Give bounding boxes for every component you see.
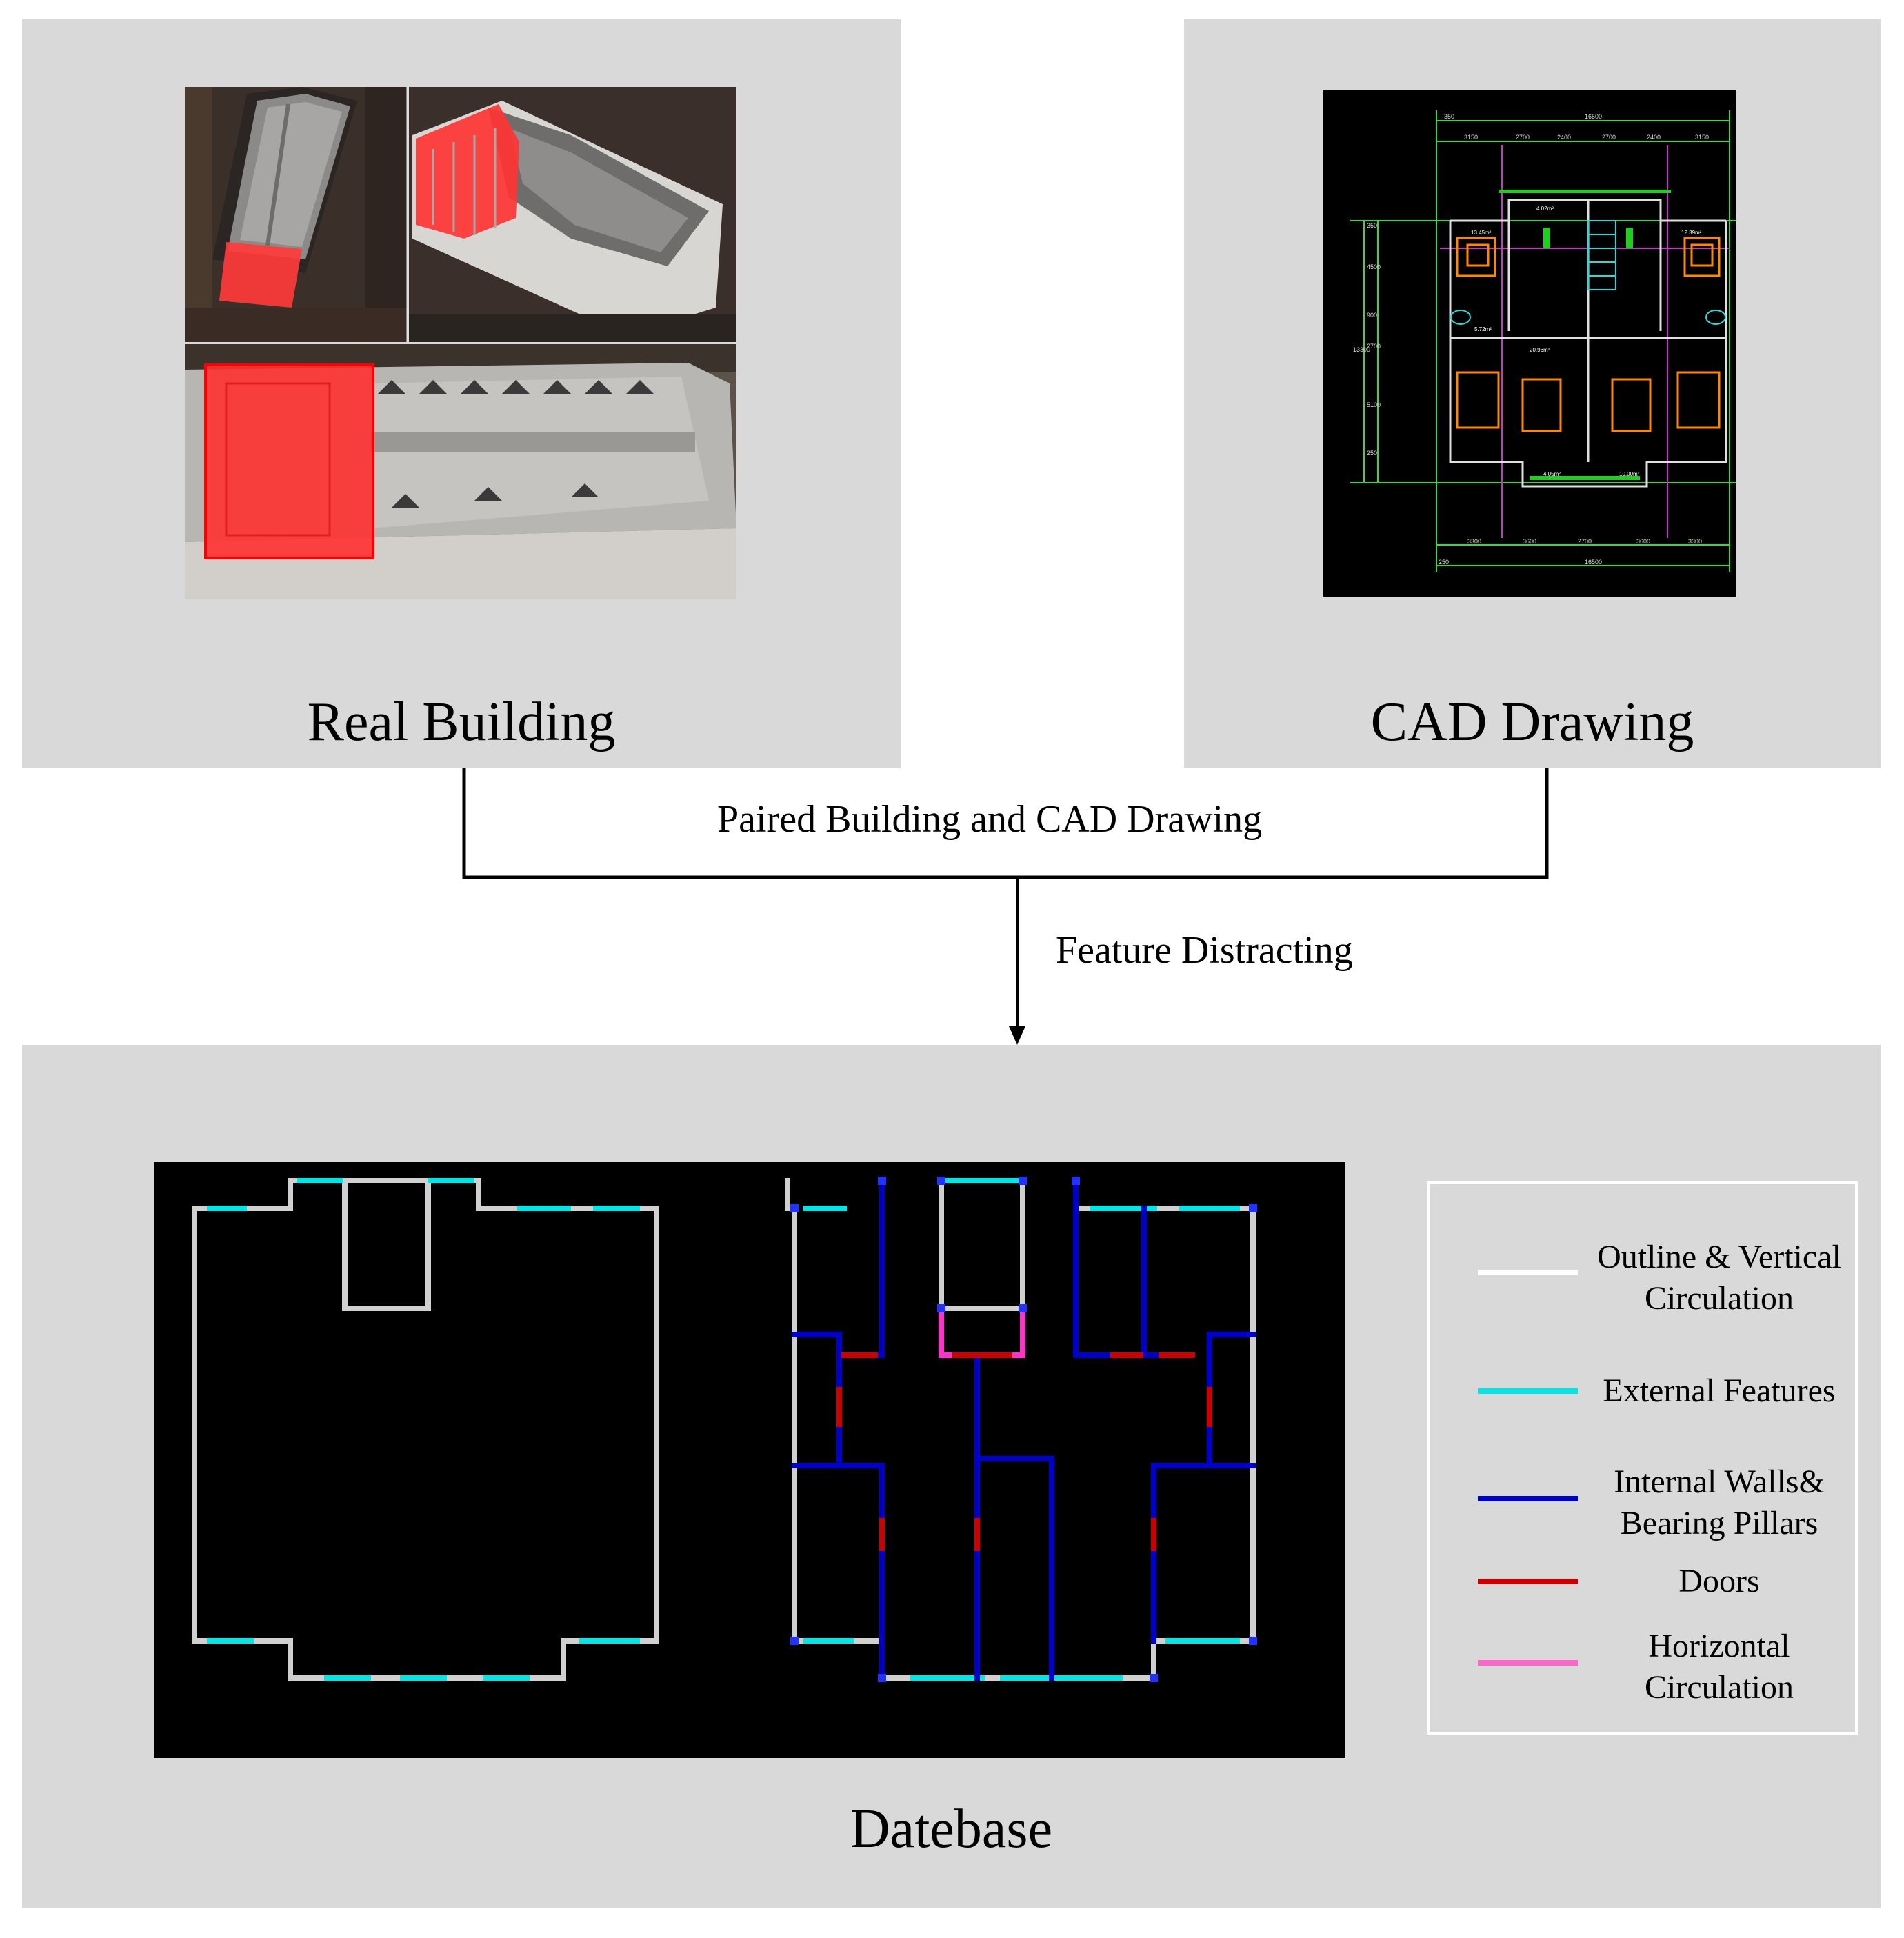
flow-connector [462, 768, 1549, 1045]
legend-item-doors: Doors [1581, 1561, 1857, 1602]
pairing-bracket [462, 768, 1549, 879]
legend-item-external: External Features [1581, 1370, 1857, 1412]
feature-distracting-label: Feature Distracting [1056, 929, 1353, 972]
cad-fixtures [1450, 220, 1726, 325]
cad-dim-left-2: 4500 [1367, 263, 1381, 270]
aerial-photo-top-left [185, 87, 407, 342]
real-building-title: Real Building [307, 692, 616, 752]
cad-dim-left-4: 2700 [1367, 343, 1381, 350]
cad-dim-top-7: 2400 [1647, 134, 1661, 141]
legend: Outline & Vertical Circulation External … [1427, 1181, 1858, 1735]
legend-label-horizontal-2: Circulation [1645, 1669, 1794, 1706]
real-building-panel: Real Building [22, 19, 901, 768]
cad-dim-left-6: 250 [1367, 450, 1377, 457]
cad-room-label-3: 4.02m² [1536, 206, 1554, 212]
cad-room-label-7: 10.00m² [1619, 471, 1640, 477]
cad-dim-top-5: 2400 [1557, 134, 1571, 141]
outline-floor-plan [192, 1178, 659, 1681]
legend-swatches [1478, 1270, 1578, 1666]
legend-label-horizontal-1: Horizontal [1648, 1628, 1790, 1664]
cad-dim-top-8: 3150 [1695, 134, 1709, 141]
cad-dim-left-5: 5100 [1367, 401, 1381, 408]
cad-dim-bottom-5: 3300 [1688, 538, 1702, 545]
legend-item-internal: Internal Walls& Bearing Pillars [1581, 1461, 1857, 1544]
cad-dim-left-1: 350 [1367, 222, 1377, 229]
paired-label: Paired Building and CAD Drawing [717, 798, 1263, 841]
cad-furniture [1456, 237, 1721, 432]
legend-label-outline-1: Outline & Vertical [1597, 1239, 1841, 1275]
cad-dim-bottom-4: 3600 [1636, 538, 1650, 545]
cad-dim-bottom-1: 3300 [1467, 538, 1481, 545]
database-floor-plans [154, 1162, 1345, 1758]
legend-label-external: External Features [1603, 1372, 1836, 1409]
cad-dim-top-3: 3150 [1464, 134, 1478, 141]
semantic-floor-plan [785, 1177, 1257, 1682]
cad-dim-top-2: 16500 [1585, 113, 1602, 120]
aerial-photo-collage [185, 87, 736, 599]
cad-dimension-lines [1350, 110, 1736, 572]
cad-room-label-2: 12.39m² [1681, 230, 1702, 236]
cad-dim-top-1: 350 [1444, 113, 1454, 120]
cad-dim-bottom-6: 16500 [1585, 559, 1602, 566]
cad-room-label-1: 13.45m² [1471, 230, 1492, 236]
cad-room-label-6: 4.05m² [1543, 471, 1561, 477]
aerial-photo-top-right [406, 87, 736, 342]
flow-arrow-head [1009, 1026, 1025, 1045]
cad-dim-bottom-7: 250 [1439, 559, 1449, 566]
legend-label-internal-1: Internal Walls& [1614, 1464, 1825, 1500]
cad-floor-plan-image: 350 16500 3150 2700 2400 2700 2400 3150 … [1323, 90, 1736, 597]
cad-dim-bottom-3: 2700 [1578, 538, 1592, 545]
cad-dim-top-6: 2700 [1602, 134, 1616, 141]
database-title: Datebase [850, 1799, 1053, 1859]
cad-dim-top-4: 2700 [1516, 134, 1530, 141]
cad-drawing-title: CAD Drawing [1370, 692, 1694, 752]
database-panel: Outline & Vertical Circulation External … [22, 1045, 1881, 1908]
cad-dim-bottom-2: 3600 [1523, 538, 1536, 545]
cad-room-label-4: 5.72m² [1474, 326, 1492, 332]
legend-label-internal-2: Bearing Pillars [1620, 1505, 1818, 1541]
legend-label-outline-2: Circulation [1645, 1280, 1794, 1317]
cad-dim-left-3: 900 [1367, 312, 1377, 319]
cad-room-label-5: 20.96m² [1530, 347, 1550, 353]
cad-walls [1449, 199, 1727, 488]
cad-dim-left-7: 13300 [1353, 346, 1370, 353]
aerial-photo-bottom [185, 344, 736, 599]
legend-item-horizontal: Horizontal Circulation [1581, 1626, 1857, 1708]
legend-label-doors: Doors [1678, 1563, 1760, 1599]
legend-item-outline: Outline & Vertical Circulation [1581, 1237, 1857, 1319]
cad-green-elements [1499, 190, 1671, 480]
cad-drawing-panel: 350 16500 3150 2700 2400 2700 2400 3150 … [1184, 19, 1881, 768]
